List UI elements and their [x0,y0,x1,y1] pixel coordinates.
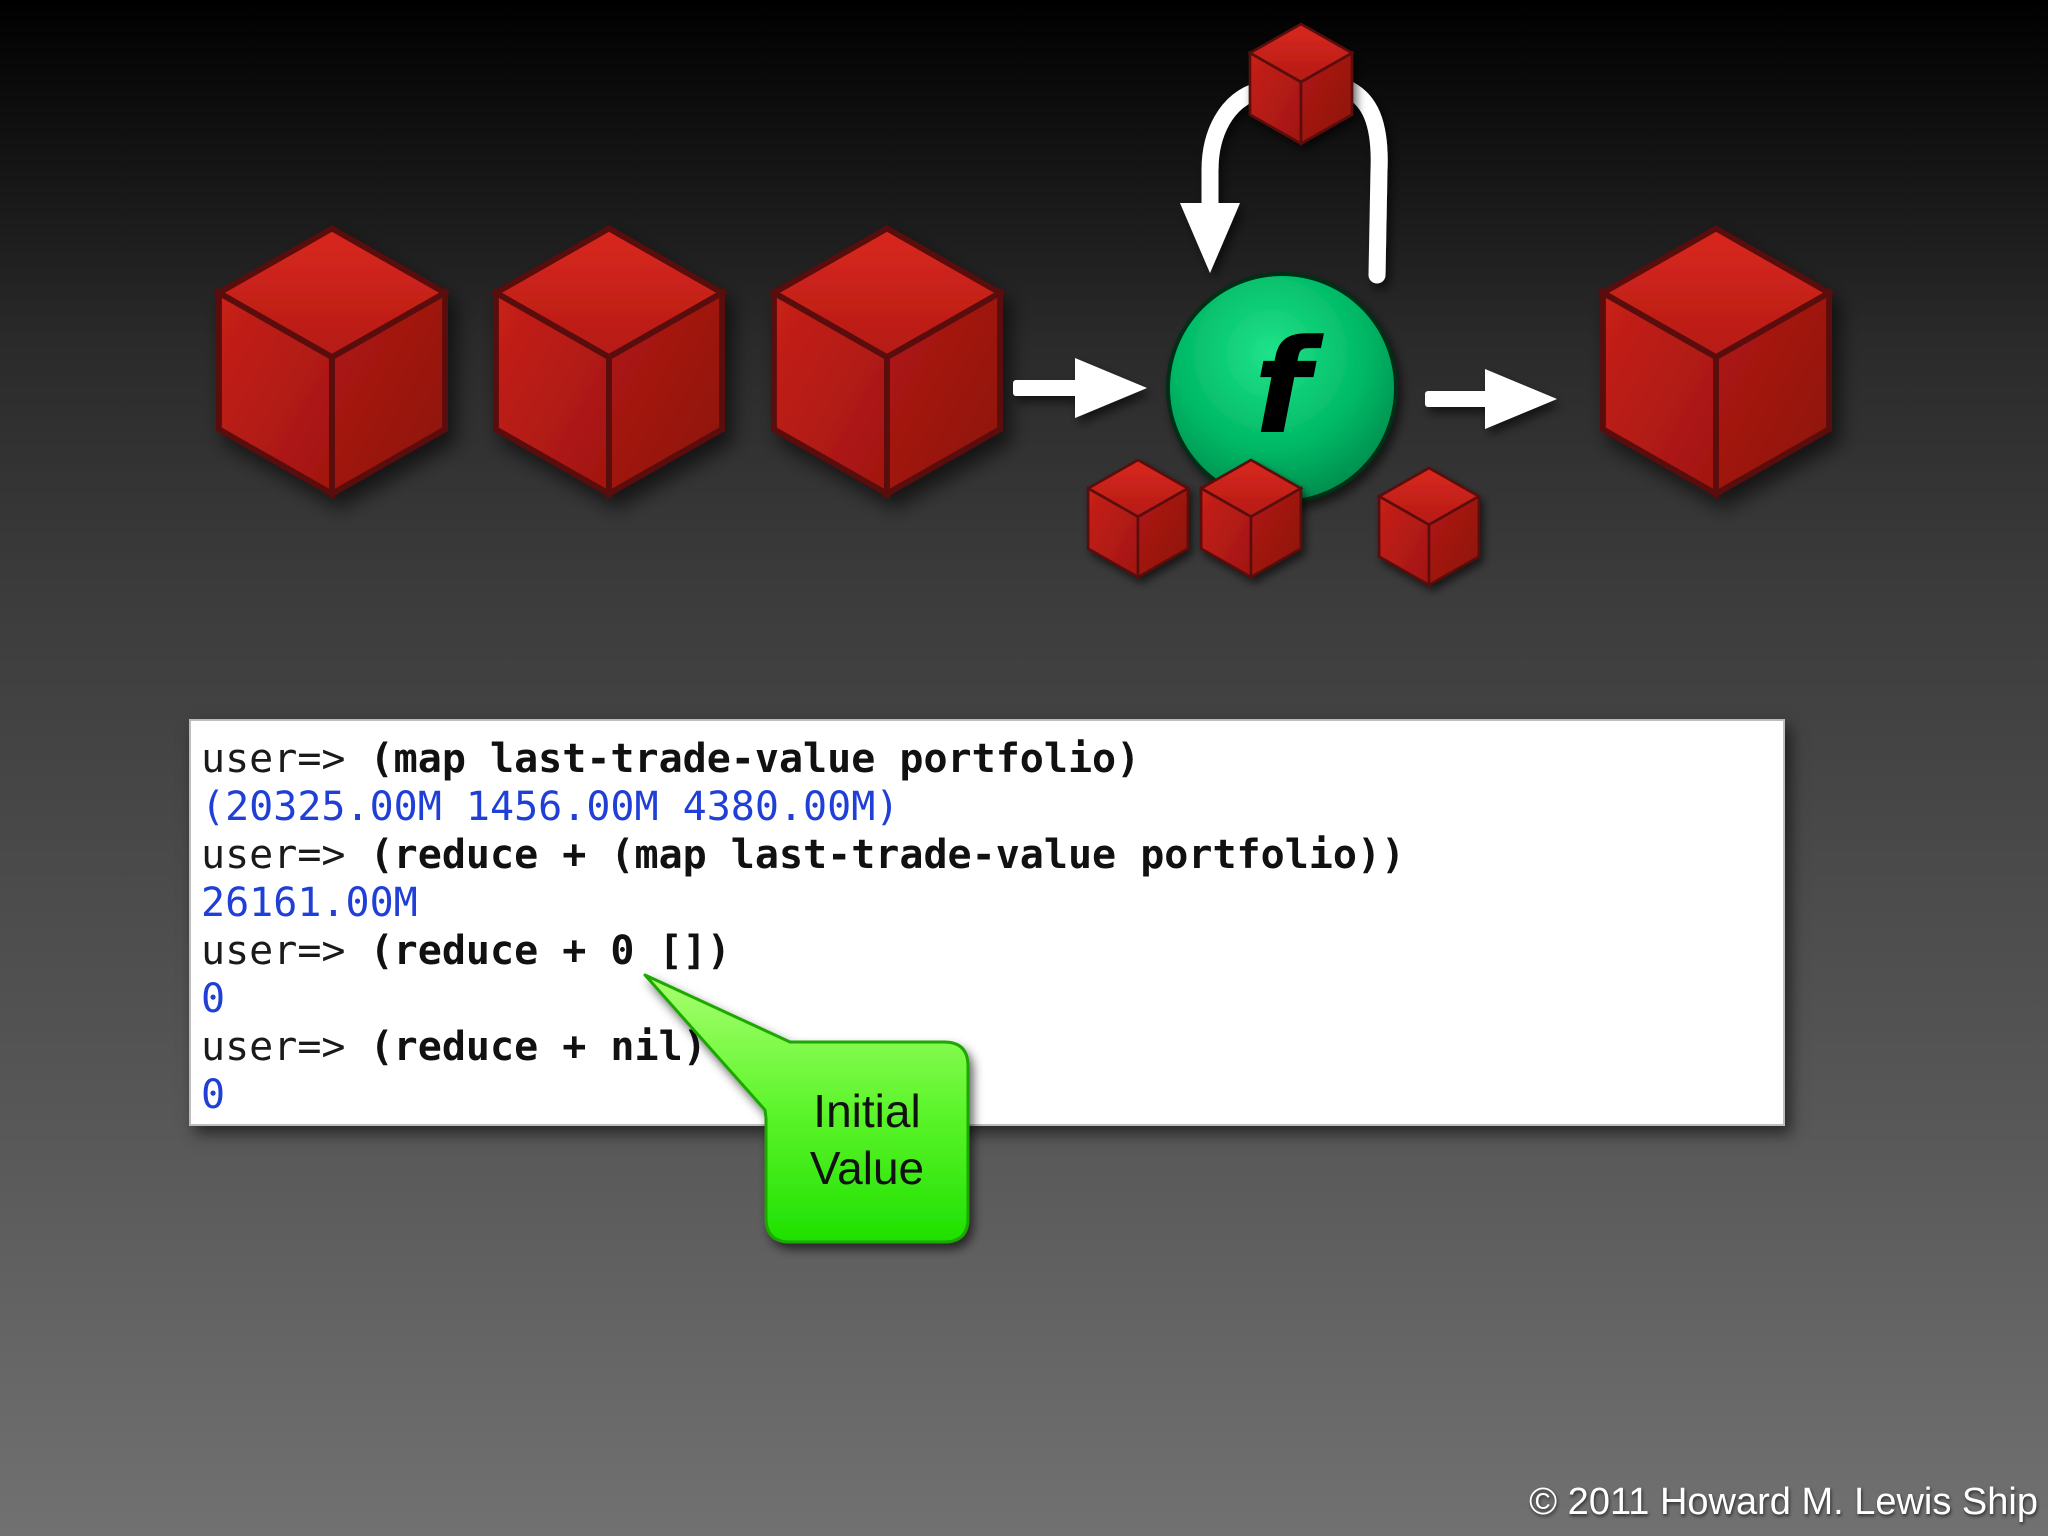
output-cube [1603,229,1829,494]
input-cube-3 [774,229,1000,494]
arrow-right-icon [1425,369,1557,429]
repl-line: user=> (map last-trade-value portfolio) [201,736,1141,782]
input-cube-1 [219,229,445,494]
copyright-notice: © 2011 Howard M. Lewis Ship [1529,1481,2038,1523]
repl-line: 26161.00M [201,880,418,926]
input-cube-2 [496,229,722,494]
repl-line: user=> (reduce + nil) [201,1024,707,1070]
callout-bubble [643,973,970,1244]
repl-line: user=> (reduce + (map last-trade-value p… [201,832,1406,878]
accumulator-cube [1248,22,1354,145]
repl-line: 0 [201,1072,226,1118]
small-cube-1 [1086,458,1190,579]
repl-line: user=> (reduce + 0 []) [201,928,731,974]
repl-line: 0 [201,976,226,1022]
callout-label: Initial Value [809,1085,925,1194]
arrow-right-icon [1013,358,1147,418]
repl-line: (20325.00M 1456.00M 4380.00M) [201,784,900,830]
reduce-diagram: f [0,22,2048,587]
repl-panel: user=> (map last-trade-value portfolio) … [189,719,1785,1126]
small-cube-3 [1377,466,1481,587]
